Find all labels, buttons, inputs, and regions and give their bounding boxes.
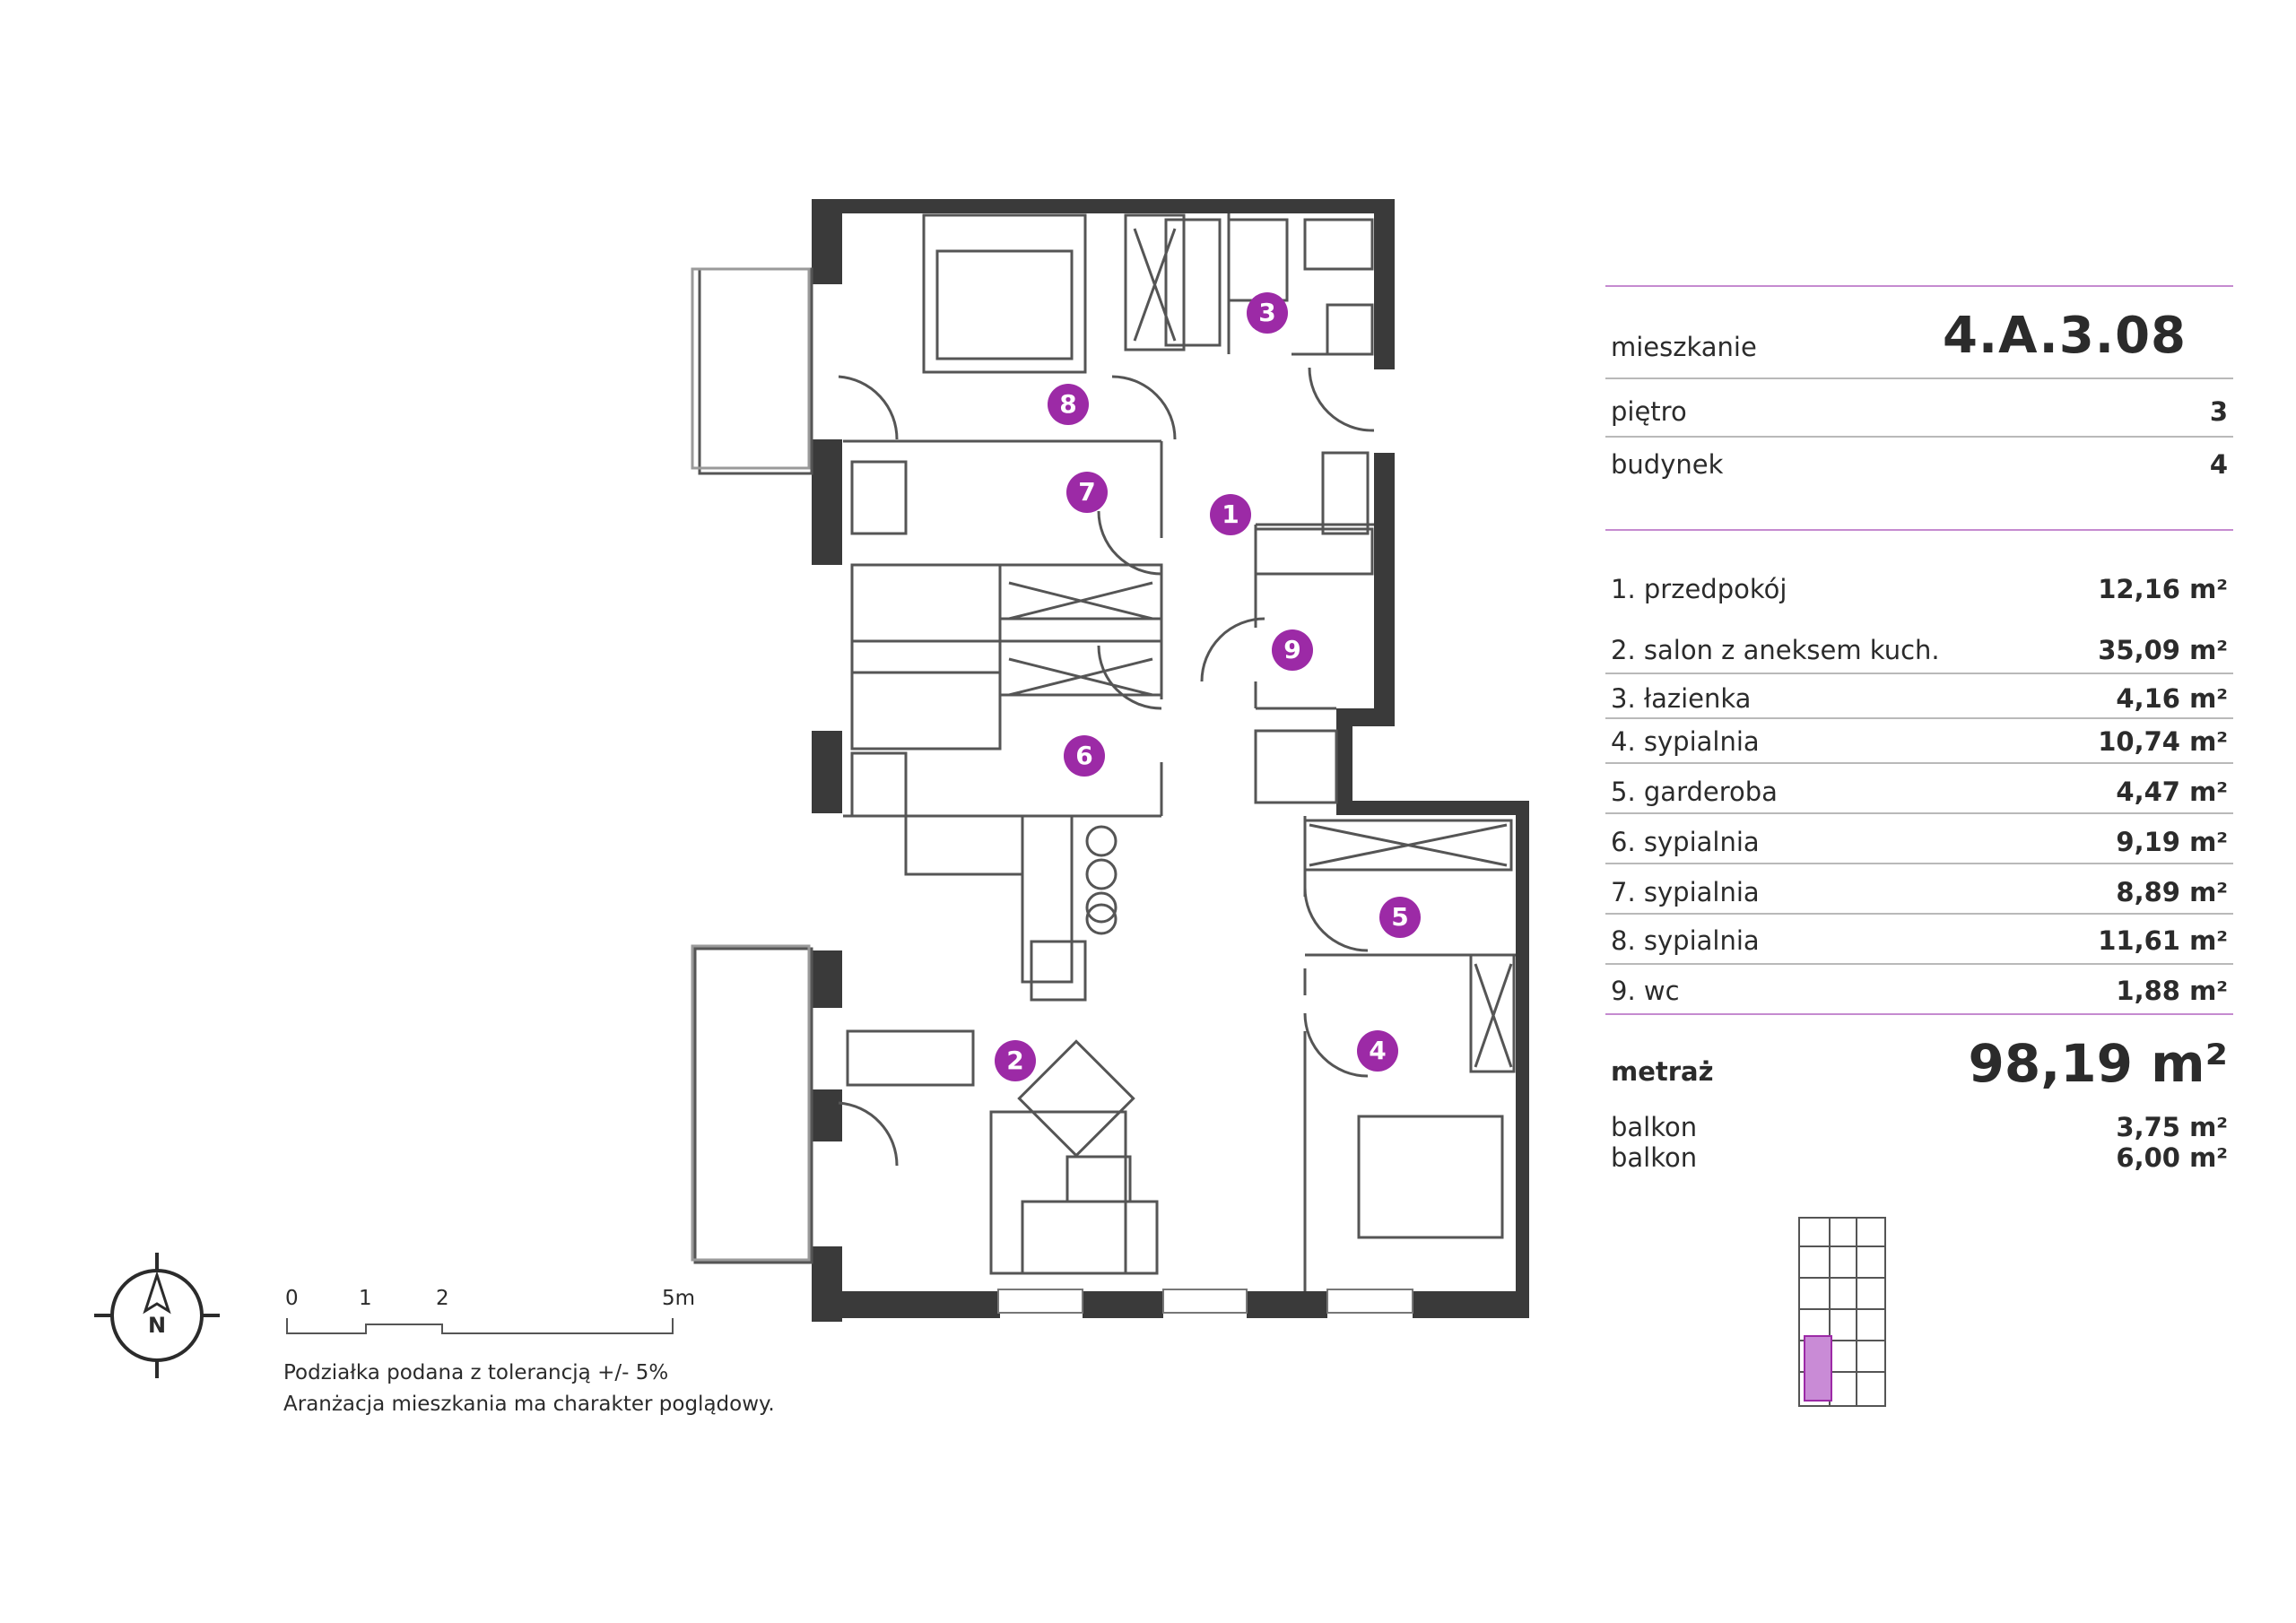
plan-walls bbox=[812, 199, 1529, 1322]
room-name: 3. łazienka bbox=[1611, 683, 1752, 714]
divider bbox=[1605, 529, 2233, 531]
divider bbox=[1605, 812, 2233, 814]
floor-label: piętro bbox=[1611, 396, 1687, 427]
divider bbox=[1605, 963, 2233, 965]
scale-bar-line bbox=[286, 1318, 674, 1334]
room-area: 4,47 m² bbox=[2116, 777, 2228, 807]
room-area: 4,16 m² bbox=[2116, 683, 2228, 714]
scale-tick-2: 2 bbox=[436, 1287, 449, 1310]
balcony-label: balkon bbox=[1611, 1142, 1698, 1173]
total-value: 98,19 m² bbox=[1968, 1033, 2229, 1094]
divider bbox=[1605, 762, 2233, 764]
divider bbox=[1605, 378, 2233, 379]
total-label: metraż bbox=[1611, 1056, 1714, 1087]
floor-value: 3 bbox=[2209, 396, 2228, 427]
room-area: 35,09 m² bbox=[2098, 635, 2228, 665]
room-name: 2. salon z aneksem kuch. bbox=[1611, 635, 1940, 665]
plan-windows bbox=[997, 1289, 1413, 1314]
apartment-code: 4.A.3.08 bbox=[1942, 307, 2187, 365]
room-name: 6. sypialnia bbox=[1611, 827, 1760, 857]
divider bbox=[1605, 717, 2233, 719]
scale-tick-0: 0 bbox=[285, 1287, 299, 1310]
apartment-label: mieszkanie bbox=[1611, 332, 1757, 362]
building-keyplan bbox=[1798, 1217, 1886, 1407]
room-area: 8,89 m² bbox=[2116, 877, 2228, 907]
room-name: 5. garderoba bbox=[1611, 777, 1778, 807]
divider bbox=[1605, 863, 2233, 864]
keyplan-highlight bbox=[1804, 1335, 1832, 1402]
balcony-area: 3,75 m² bbox=[2116, 1112, 2228, 1142]
room-area: 9,19 m² bbox=[2116, 827, 2228, 857]
room-name: 9. wc bbox=[1611, 976, 1680, 1006]
room-name: 7. sypialnia bbox=[1611, 877, 1760, 907]
room-name: 8. sypialnia bbox=[1611, 925, 1760, 956]
compass: N bbox=[90, 1248, 224, 1383]
compass-icon bbox=[94, 1253, 220, 1378]
divider bbox=[1605, 913, 2233, 915]
scale-tick-1: 1 bbox=[359, 1287, 372, 1310]
plan-interior-lines bbox=[691, 213, 1516, 1291]
divider bbox=[1605, 436, 2233, 438]
building-label: budynek bbox=[1611, 449, 1724, 480]
tolerance-note: Podziałka podana z tolerancją +/- 5% bbox=[283, 1361, 669, 1384]
room-name: 1. przedpokój bbox=[1611, 574, 1787, 604]
room-area: 11,61 m² bbox=[2098, 925, 2228, 956]
arrangement-note: Aranżacja mieszkania ma charakter pogląd… bbox=[283, 1393, 775, 1416]
room-area: 12,16 m² bbox=[2098, 574, 2228, 604]
room-name: 4. sypialnia bbox=[1611, 726, 1760, 757]
room-area: 10,74 m² bbox=[2098, 726, 2228, 757]
balcony-area: 6,00 m² bbox=[2116, 1142, 2228, 1173]
divider bbox=[1605, 285, 2233, 287]
divider bbox=[1605, 673, 2233, 674]
room-area: 1,88 m² bbox=[2116, 976, 2228, 1006]
balcony-label: balkon bbox=[1611, 1112, 1698, 1142]
building-value: 4 bbox=[2209, 449, 2228, 480]
divider bbox=[1605, 1013, 2233, 1015]
scale-bar: 0 1 2 5m bbox=[285, 1287, 695, 1341]
compass-letter: N bbox=[147, 1313, 167, 1338]
scale-tick-5m: 5m bbox=[662, 1287, 696, 1310]
